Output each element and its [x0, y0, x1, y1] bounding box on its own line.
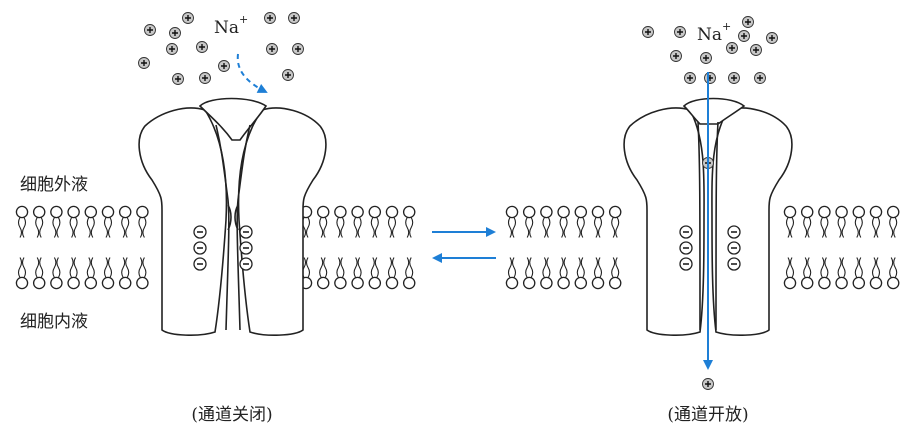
dashed-approach-arrow	[236, 53, 268, 93]
phospholipid-inner	[574, 256, 588, 290]
phospholipid-inner	[591, 256, 605, 290]
sodium-label-left: Na +	[214, 13, 248, 38]
phospholipid-outer	[15, 205, 29, 239]
channel-closed	[138, 97, 327, 336]
ion-charge-left: +	[239, 13, 248, 26]
phospholipid-inner	[886, 256, 900, 290]
phospholipid-outer	[505, 205, 519, 239]
phospholipid-inner	[818, 256, 831, 290]
phospholipid-inner	[118, 256, 132, 290]
open-caption: (通道开放)	[667, 405, 748, 425]
phospholipid-outer	[84, 205, 98, 239]
phospholipid-inner	[869, 256, 883, 290]
phospholipid-inner	[385, 256, 399, 290]
phospholipid-outer	[835, 205, 848, 239]
phospholipid-outer	[351, 205, 364, 239]
phospholipid-inner	[852, 256, 866, 290]
ion-charge-right: +	[722, 20, 731, 33]
phospholipid-outer	[316, 205, 330, 239]
phospholipid-outer	[118, 205, 132, 239]
ion-symbol-right: Na	[697, 25, 722, 45]
intracellular-label: 细胞内液	[20, 312, 88, 332]
phospholipid-outer	[540, 205, 553, 239]
phospholipid-outer	[800, 205, 814, 239]
phospholipid-inner	[522, 256, 536, 290]
phospholipid-inner	[50, 256, 63, 290]
phospholipid-inner	[67, 256, 80, 290]
phospholipid-inner	[608, 256, 622, 290]
phospholipid-outer	[101, 205, 115, 239]
phospholipid-inner	[800, 256, 814, 290]
extracellular-label: 细胞外液	[20, 175, 88, 195]
channel-open	[623, 97, 793, 336]
phospholipid-inner	[136, 256, 149, 290]
phospholipid-outer	[818, 205, 831, 239]
phospholipid-inner	[368, 256, 382, 290]
phospholipid-outer	[385, 205, 399, 239]
phospholipid-inner	[835, 256, 848, 290]
negative-charges-right	[679, 225, 741, 271]
sodium-label-right: Na +	[697, 20, 731, 45]
phospholipid-inner	[540, 256, 553, 290]
phospholipid-inner	[505, 256, 519, 290]
phospholipid-outer	[368, 205, 382, 239]
ion-symbol-left: Na	[214, 18, 239, 38]
closed-caption: (通道关闭)	[191, 405, 272, 425]
phospholipid-outer	[591, 205, 605, 239]
phospholipid-outer	[608, 205, 622, 239]
phospholipid-outer	[574, 205, 588, 239]
phospholipid-outer	[136, 205, 149, 239]
phospholipid-outer	[334, 205, 347, 239]
phospholipid-inner	[316, 256, 330, 290]
phospholipid-outer	[886, 205, 900, 239]
phospholipid-outer	[852, 205, 866, 239]
phospholipid-outer	[783, 205, 797, 239]
phospholipid-inner	[783, 256, 797, 290]
phospholipid-outer	[32, 205, 46, 239]
phospholipid-outer	[557, 205, 570, 239]
phospholipid-inner	[557, 256, 570, 290]
phospholipid-outer	[67, 205, 80, 239]
phospholipid-inner	[15, 256, 29, 290]
phospholipid-outer	[869, 205, 883, 239]
phospholipid-inner	[351, 256, 364, 290]
phospholipid-outer	[50, 205, 63, 239]
phospholipid-outer	[402, 205, 416, 239]
phospholipid-inner	[32, 256, 46, 290]
phospholipid-outer	[522, 205, 536, 239]
phospholipid-inner	[84, 256, 98, 290]
phospholipid-inner	[334, 256, 347, 290]
phospholipid-inner	[402, 256, 416, 290]
phospholipid-inner	[101, 256, 115, 290]
